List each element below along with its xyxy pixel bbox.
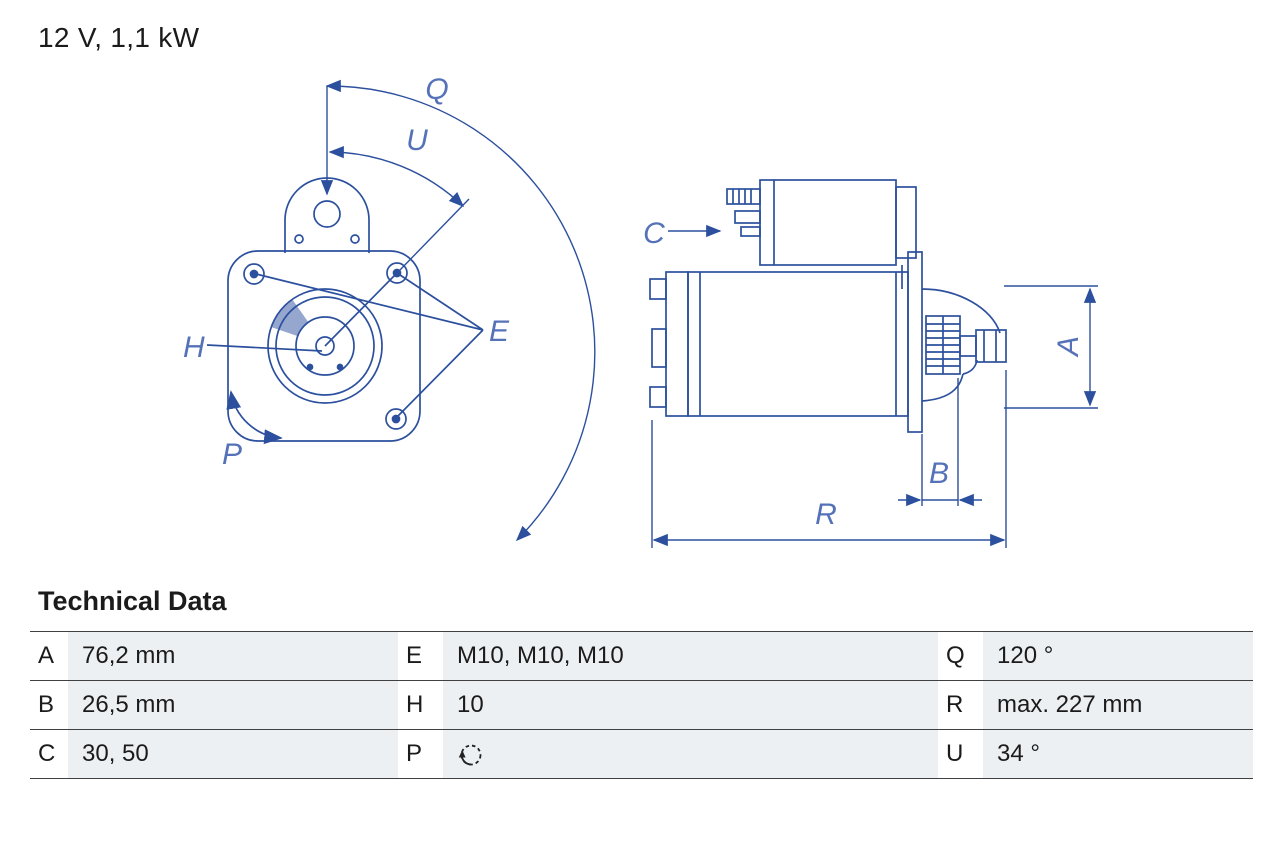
dim-key-b: B	[30, 681, 68, 729]
dim-value-u: 34 °	[983, 730, 1253, 778]
dim-key-h: H	[398, 681, 443, 729]
hatched-sector	[271, 299, 309, 337]
a-dimension	[1004, 285, 1098, 409]
label-e: E	[489, 315, 510, 348]
label-p: P	[222, 438, 242, 471]
label-a: A	[1052, 336, 1085, 358]
page-title: 12 V, 1,1 kW	[38, 22, 200, 53]
label-u: U	[406, 124, 428, 157]
dim-key-q: Q	[938, 632, 983, 680]
table-row: C 30, 50 P U 34 °	[30, 729, 1253, 778]
dim-key-e: E	[398, 632, 443, 680]
dim-key-u: U	[938, 730, 983, 778]
dim-value-a: 76,2 mm	[68, 632, 398, 680]
table-row: B 26,5 mm H 10 R max. 227 mm	[30, 680, 1253, 729]
table-row: A 76,2 mm E M10, M10, M10 Q 120 °	[30, 631, 1253, 680]
dim-value-e: M10, M10, M10	[443, 632, 938, 680]
technical-data-heading: Technical Data	[38, 586, 227, 616]
dim-value-q: 120 °	[983, 632, 1253, 680]
label-h: H	[183, 331, 205, 364]
front-view-drawing	[206, 79, 596, 542]
dim-value-h: 10	[443, 681, 938, 729]
p-rotation-arrow	[226, 390, 283, 445]
ear-hole	[313, 200, 341, 228]
e-leader-lines	[255, 272, 484, 419]
dim-value-p	[443, 730, 938, 778]
shaft-end	[975, 329, 1007, 363]
dim-key-c: C	[30, 730, 68, 778]
dimension-labels: Q U E H P C A B R	[183, 73, 1085, 531]
label-c: C	[643, 217, 665, 250]
q-arc	[325, 79, 596, 542]
label-q: Q	[425, 73, 448, 106]
rotation-ccw-icon	[458, 744, 482, 766]
dim-value-c: 30, 50	[68, 730, 398, 778]
solenoid	[759, 179, 897, 266]
label-r: R	[815, 498, 837, 531]
dim-key-p: P	[398, 730, 443, 778]
terminal-pins	[726, 188, 761, 237]
dim-value-b: 26,5 mm	[68, 681, 398, 729]
b-dimension	[898, 378, 982, 507]
label-b: B	[929, 457, 949, 490]
dim-key-r: R	[938, 681, 983, 729]
dim-value-r: max. 227 mm	[983, 681, 1253, 729]
dim-key-a: A	[30, 632, 68, 680]
u-arc	[328, 145, 465, 208]
starter-motor-technical-drawing: Q U E H P C A B R	[183, 73, 1098, 548]
pinion-gear	[925, 315, 977, 375]
r-dimension	[651, 370, 1007, 548]
side-view-drawing	[649, 179, 1098, 548]
technical-data-table: A 76,2 mm E M10, M10, M10 Q 120 ° B 26,5…	[30, 631, 1253, 779]
side-flange	[907, 251, 923, 433]
h-leader-line	[206, 344, 323, 352]
motor-body	[687, 271, 909, 417]
